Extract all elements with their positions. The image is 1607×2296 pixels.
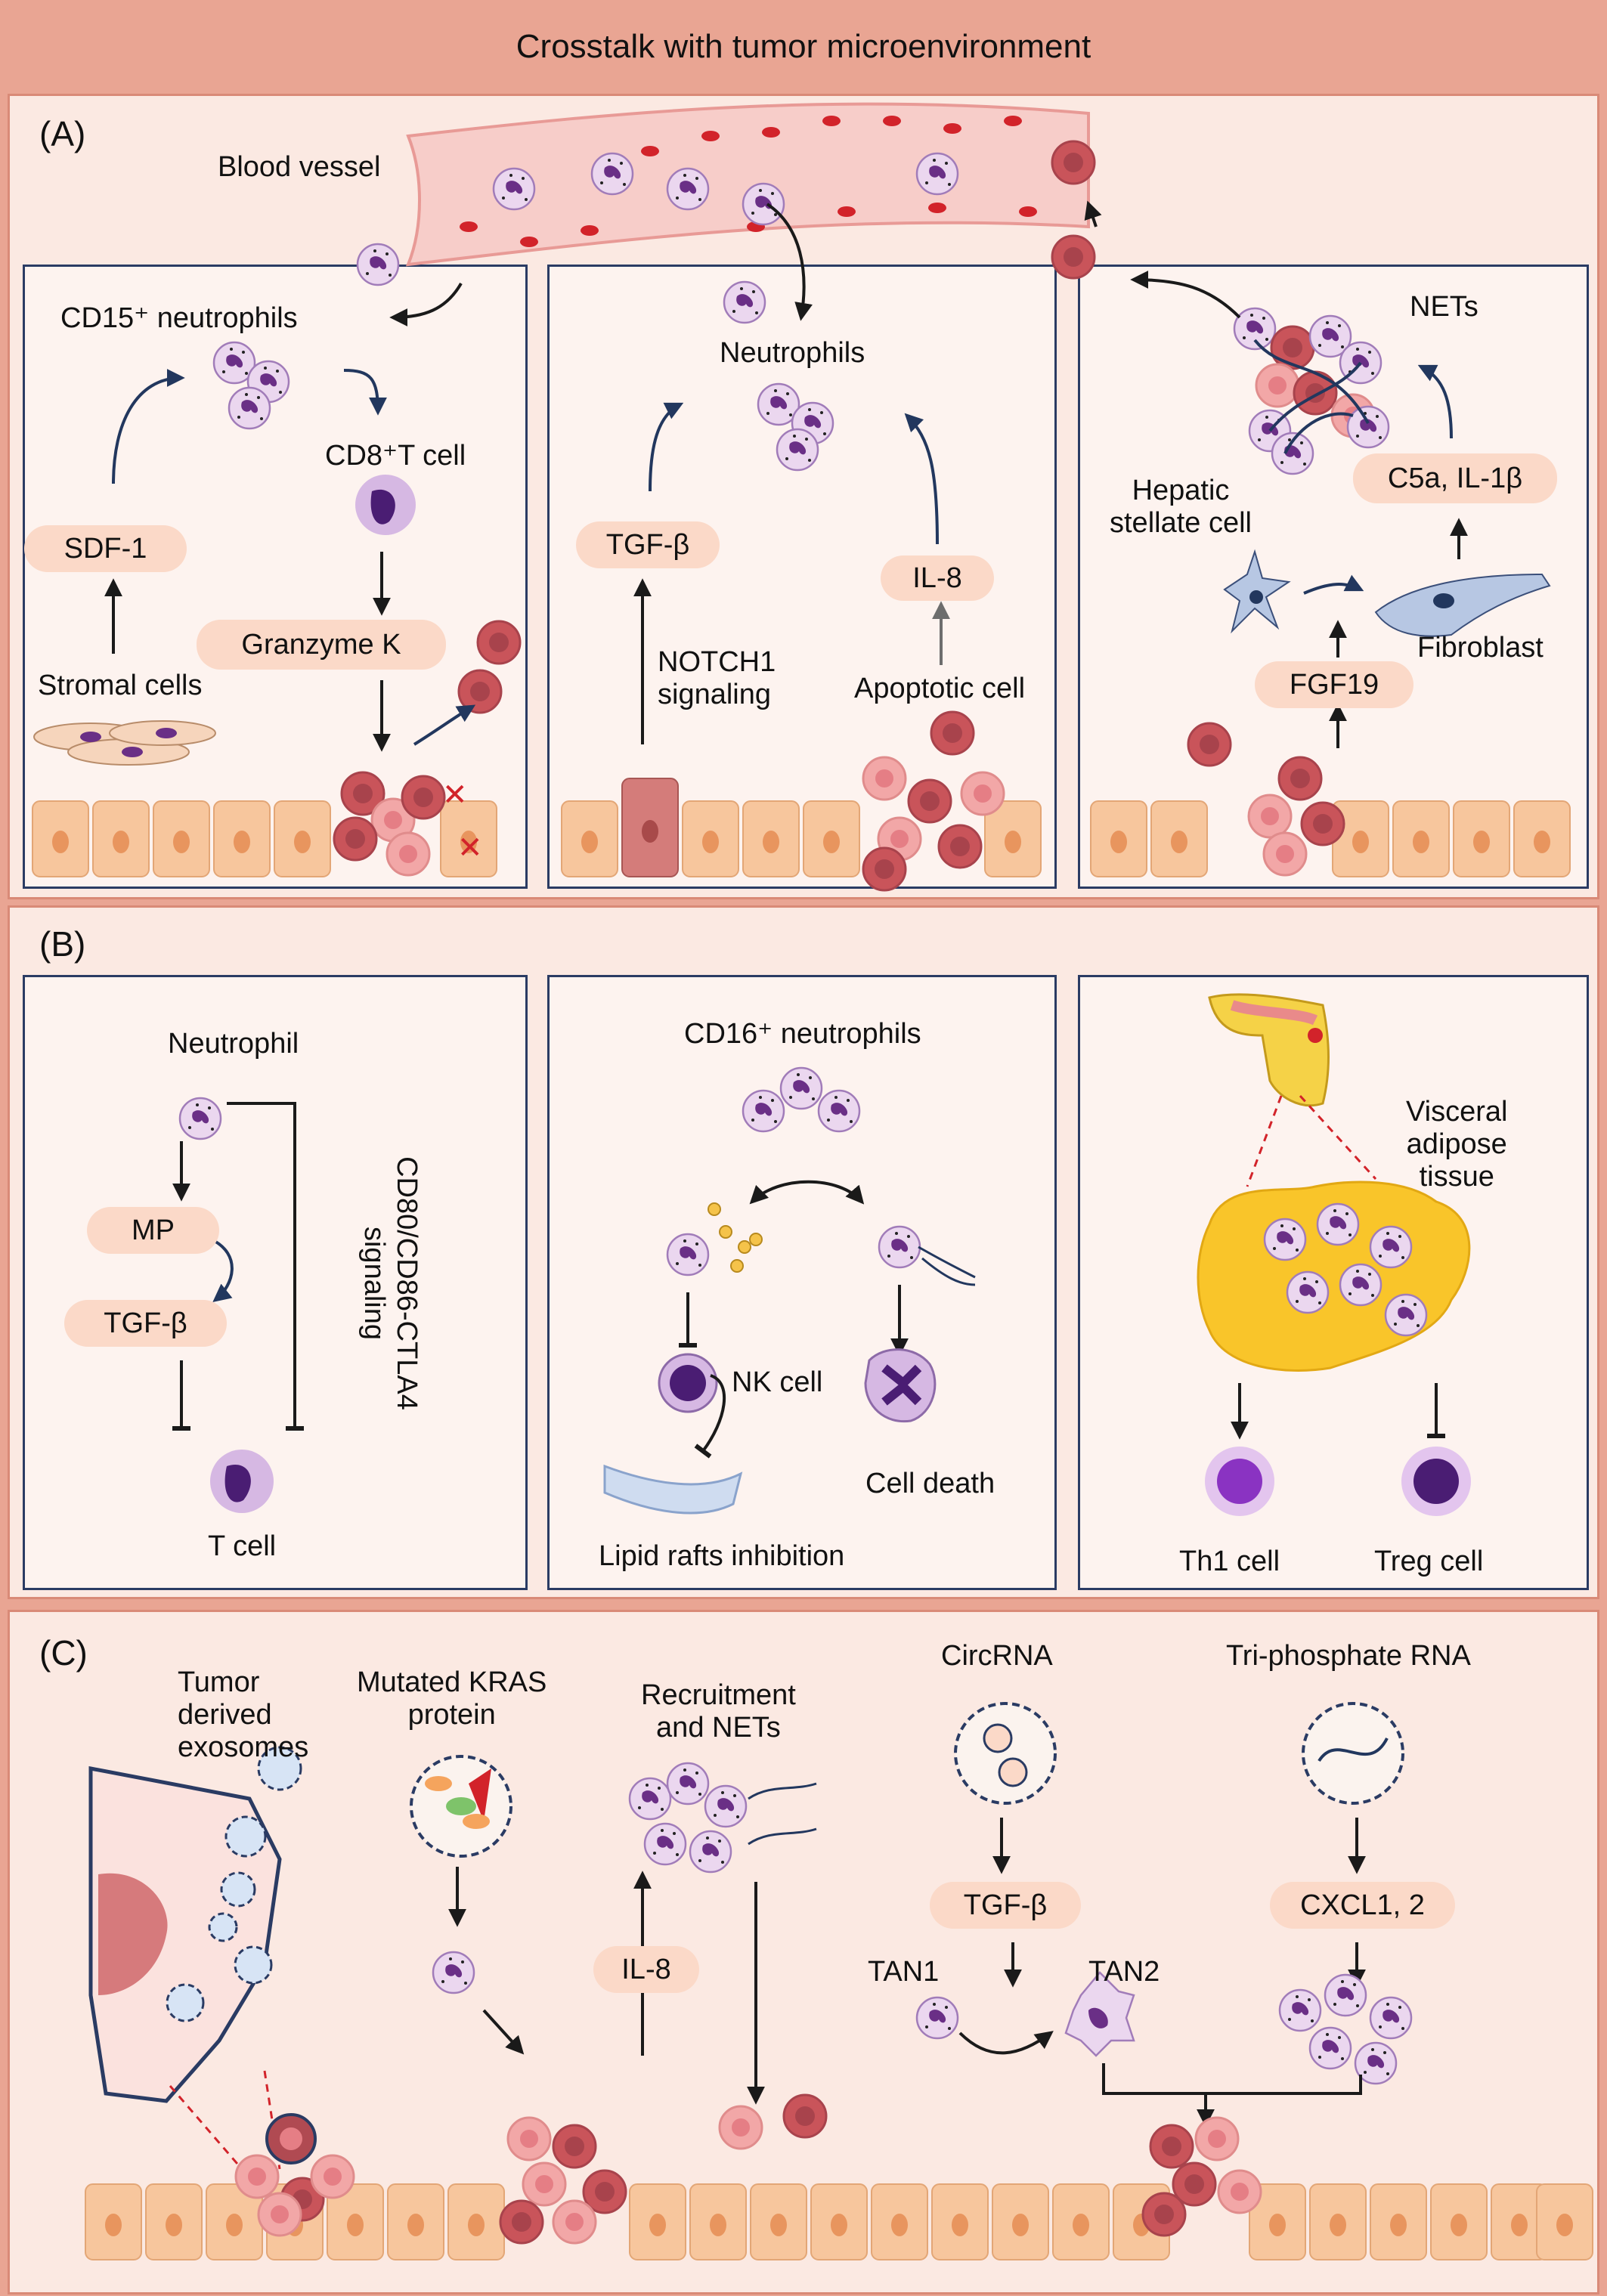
- nk-cell-label: NK cell: [732, 1366, 823, 1398]
- tumor-exosomes-label: Tumor derived exosomes: [178, 1666, 309, 1763]
- ctla4-signaling-label: CD80/CD86-CTLA4 signaling: [358, 1156, 423, 1410]
- treg-cell-label: Treg cell: [1374, 1546, 1484, 1577]
- svg-text:✕: ✕: [442, 778, 468, 812]
- il8-pill-c: IL-8: [593, 1946, 699, 1993]
- panel-b1: [23, 975, 528, 1590]
- blood-vessel-shape: [405, 102, 1090, 267]
- lipid-rafts-label: Lipid rafts inhibition: [599, 1540, 845, 1572]
- c5a-il1b-pill: C5a, IL-1β: [1353, 453, 1557, 503]
- tgf-beta-pill-c: TGF-β: [930, 1882, 1081, 1929]
- th1-cell-label: Th1 cell: [1179, 1546, 1280, 1577]
- nets-label: NETs: [1410, 291, 1479, 323]
- section-c-label: (C): [39, 1633, 88, 1672]
- tgf-beta-pill-b: TGF-β: [64, 1300, 227, 1347]
- apoptotic-cell-label: Apoptotic cell: [854, 673, 1026, 704]
- nets-cluster: [1233, 307, 1390, 475]
- kras-label: Mutated KRAS protein: [357, 1666, 547, 1731]
- triphosphate-rna-label: Tri-phosphate RNA: [1226, 1640, 1471, 1672]
- tan1-label: TAN1: [868, 1956, 940, 1988]
- lipid-raft-shape: [603, 1464, 743, 1515]
- tan2-label: TAN2: [1088, 1956, 1160, 1988]
- section-a-label: (A): [39, 114, 86, 153]
- cxcl-pill: CXCL1, 2: [1270, 1882, 1455, 1929]
- il8-pill-a: IL-8: [881, 555, 994, 601]
- recruitment-nets-label: Recruitment and NETs: [641, 1679, 796, 1744]
- visceral-adipose-label: Visceral adipose tissue: [1406, 1096, 1508, 1193]
- page-title: Crosstalk with tumor microenvironment: [0, 0, 1607, 94]
- stromal-cells-shape: [33, 720, 216, 766]
- neutrophils-label: Neutrophils: [720, 337, 865, 369]
- fibroblast-shape: [1374, 573, 1551, 637]
- mp-pill: MP: [87, 1207, 219, 1254]
- epithelium-a2: [561, 778, 1042, 877]
- circrna-label: CircRNA: [941, 1640, 1053, 1672]
- notch1-label: NOTCH1 signaling: [658, 646, 776, 710]
- cd15-neutrophils-label: CD15⁺ neutrophils: [60, 302, 298, 334]
- fgf19-pill: FGF19: [1255, 661, 1413, 708]
- colon-shape: [1208, 993, 1330, 1107]
- cd16-neutrophils-label: CD16⁺ neutrophils: [684, 1018, 921, 1050]
- stromal-cells-label: Stromal cells: [38, 670, 203, 701]
- hepatic-stellate-label: Hepatic stellate cell: [1110, 475, 1252, 539]
- cell-death-label: Cell death: [865, 1468, 995, 1499]
- sdf1-pill: SDF-1: [24, 525, 187, 572]
- svg-text:✕: ✕: [457, 831, 483, 865]
- fibroblast-label: Fibroblast: [1417, 632, 1544, 664]
- blood-vessel-label: Blood vessel: [218, 151, 381, 183]
- t-cell-label: T cell: [208, 1530, 277, 1562]
- tgf-beta-pill-a: TGF-β: [576, 521, 720, 568]
- section-b-label: (B): [39, 924, 86, 964]
- neutrophil-label: Neutrophil: [168, 1028, 299, 1060]
- cd8-t-cell-label: CD8⁺T cell: [325, 440, 466, 472]
- granzyme-k-pill: Granzyme K: [197, 620, 446, 670]
